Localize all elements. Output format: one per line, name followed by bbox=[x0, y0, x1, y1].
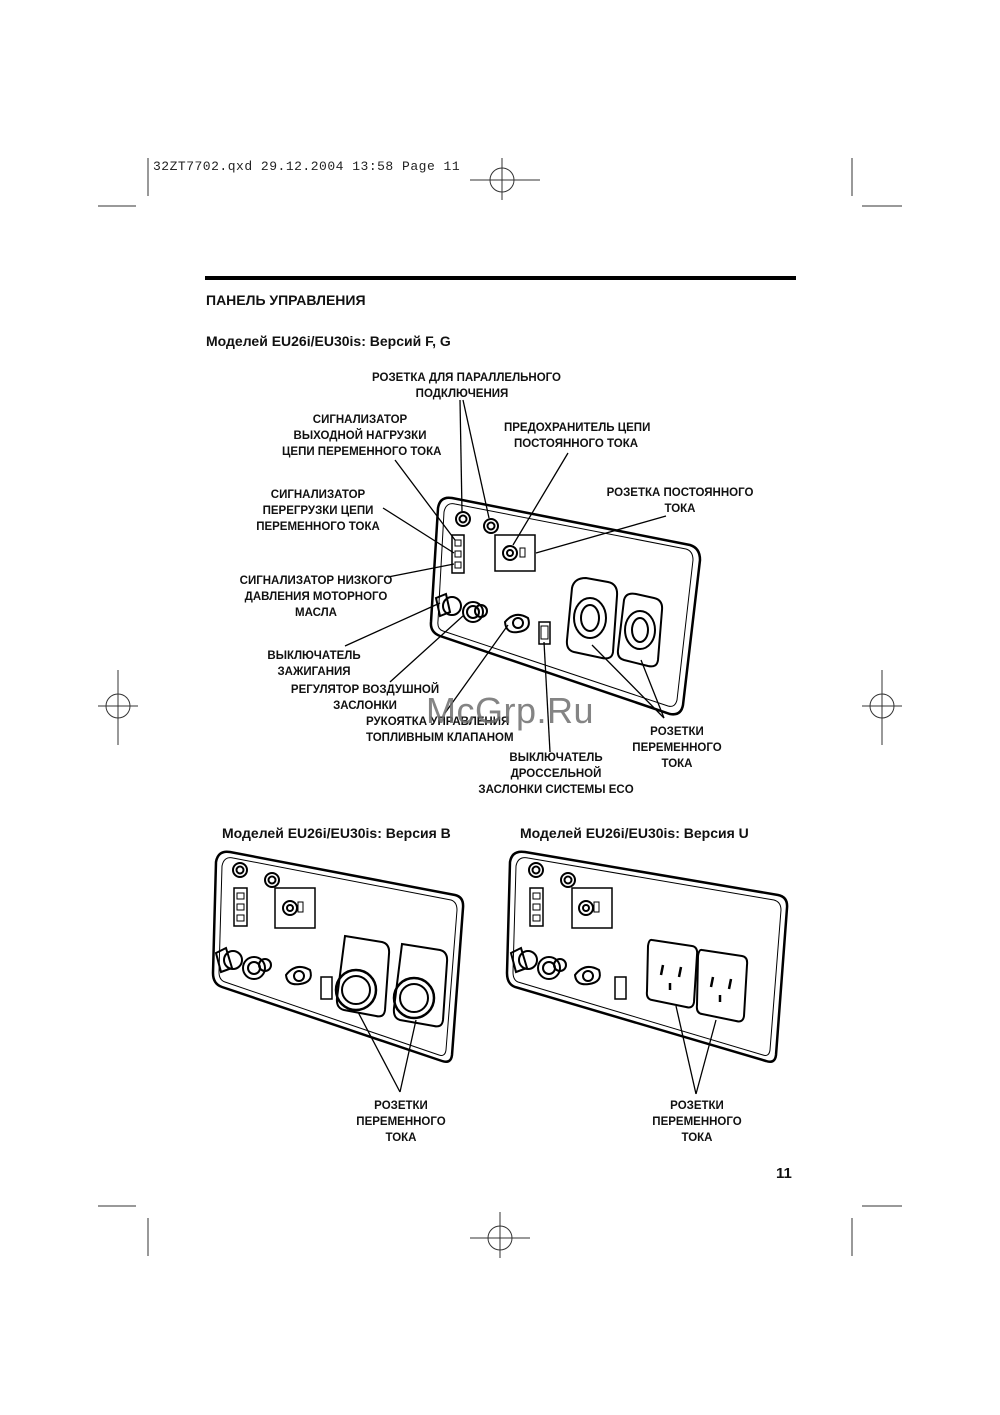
diagram-u-title: Моделей EU26i/EU30is: Версия U bbox=[520, 825, 749, 841]
main-diagram-title: Моделей EU26i/EU30is: Версий F, G bbox=[206, 333, 451, 349]
section-title: ПАНЕЛЬ УПРАВЛЕНИЯ bbox=[206, 292, 366, 308]
page-number: 11 bbox=[776, 1165, 792, 1182]
version-b-callout-lines bbox=[357, 1011, 417, 1093]
version-u-callout-lines bbox=[675, 1005, 717, 1095]
main-callout-lines bbox=[344, 399, 667, 753]
print-header: 32ZT7702.qxd 29.12.2004 13:58 Page 11 bbox=[153, 159, 461, 174]
diagram-b-title: Моделей EU26i/EU30is: Версия B bbox=[222, 825, 451, 841]
registration-marks bbox=[98, 158, 902, 1258]
crop-marks bbox=[98, 158, 902, 1256]
main-control-panel bbox=[429, 496, 702, 716]
section-rule bbox=[205, 276, 796, 280]
version-u-panel bbox=[505, 850, 789, 1063]
watermark: McGrp.Ru bbox=[426, 690, 595, 731]
version-b-panel bbox=[211, 850, 465, 1063]
